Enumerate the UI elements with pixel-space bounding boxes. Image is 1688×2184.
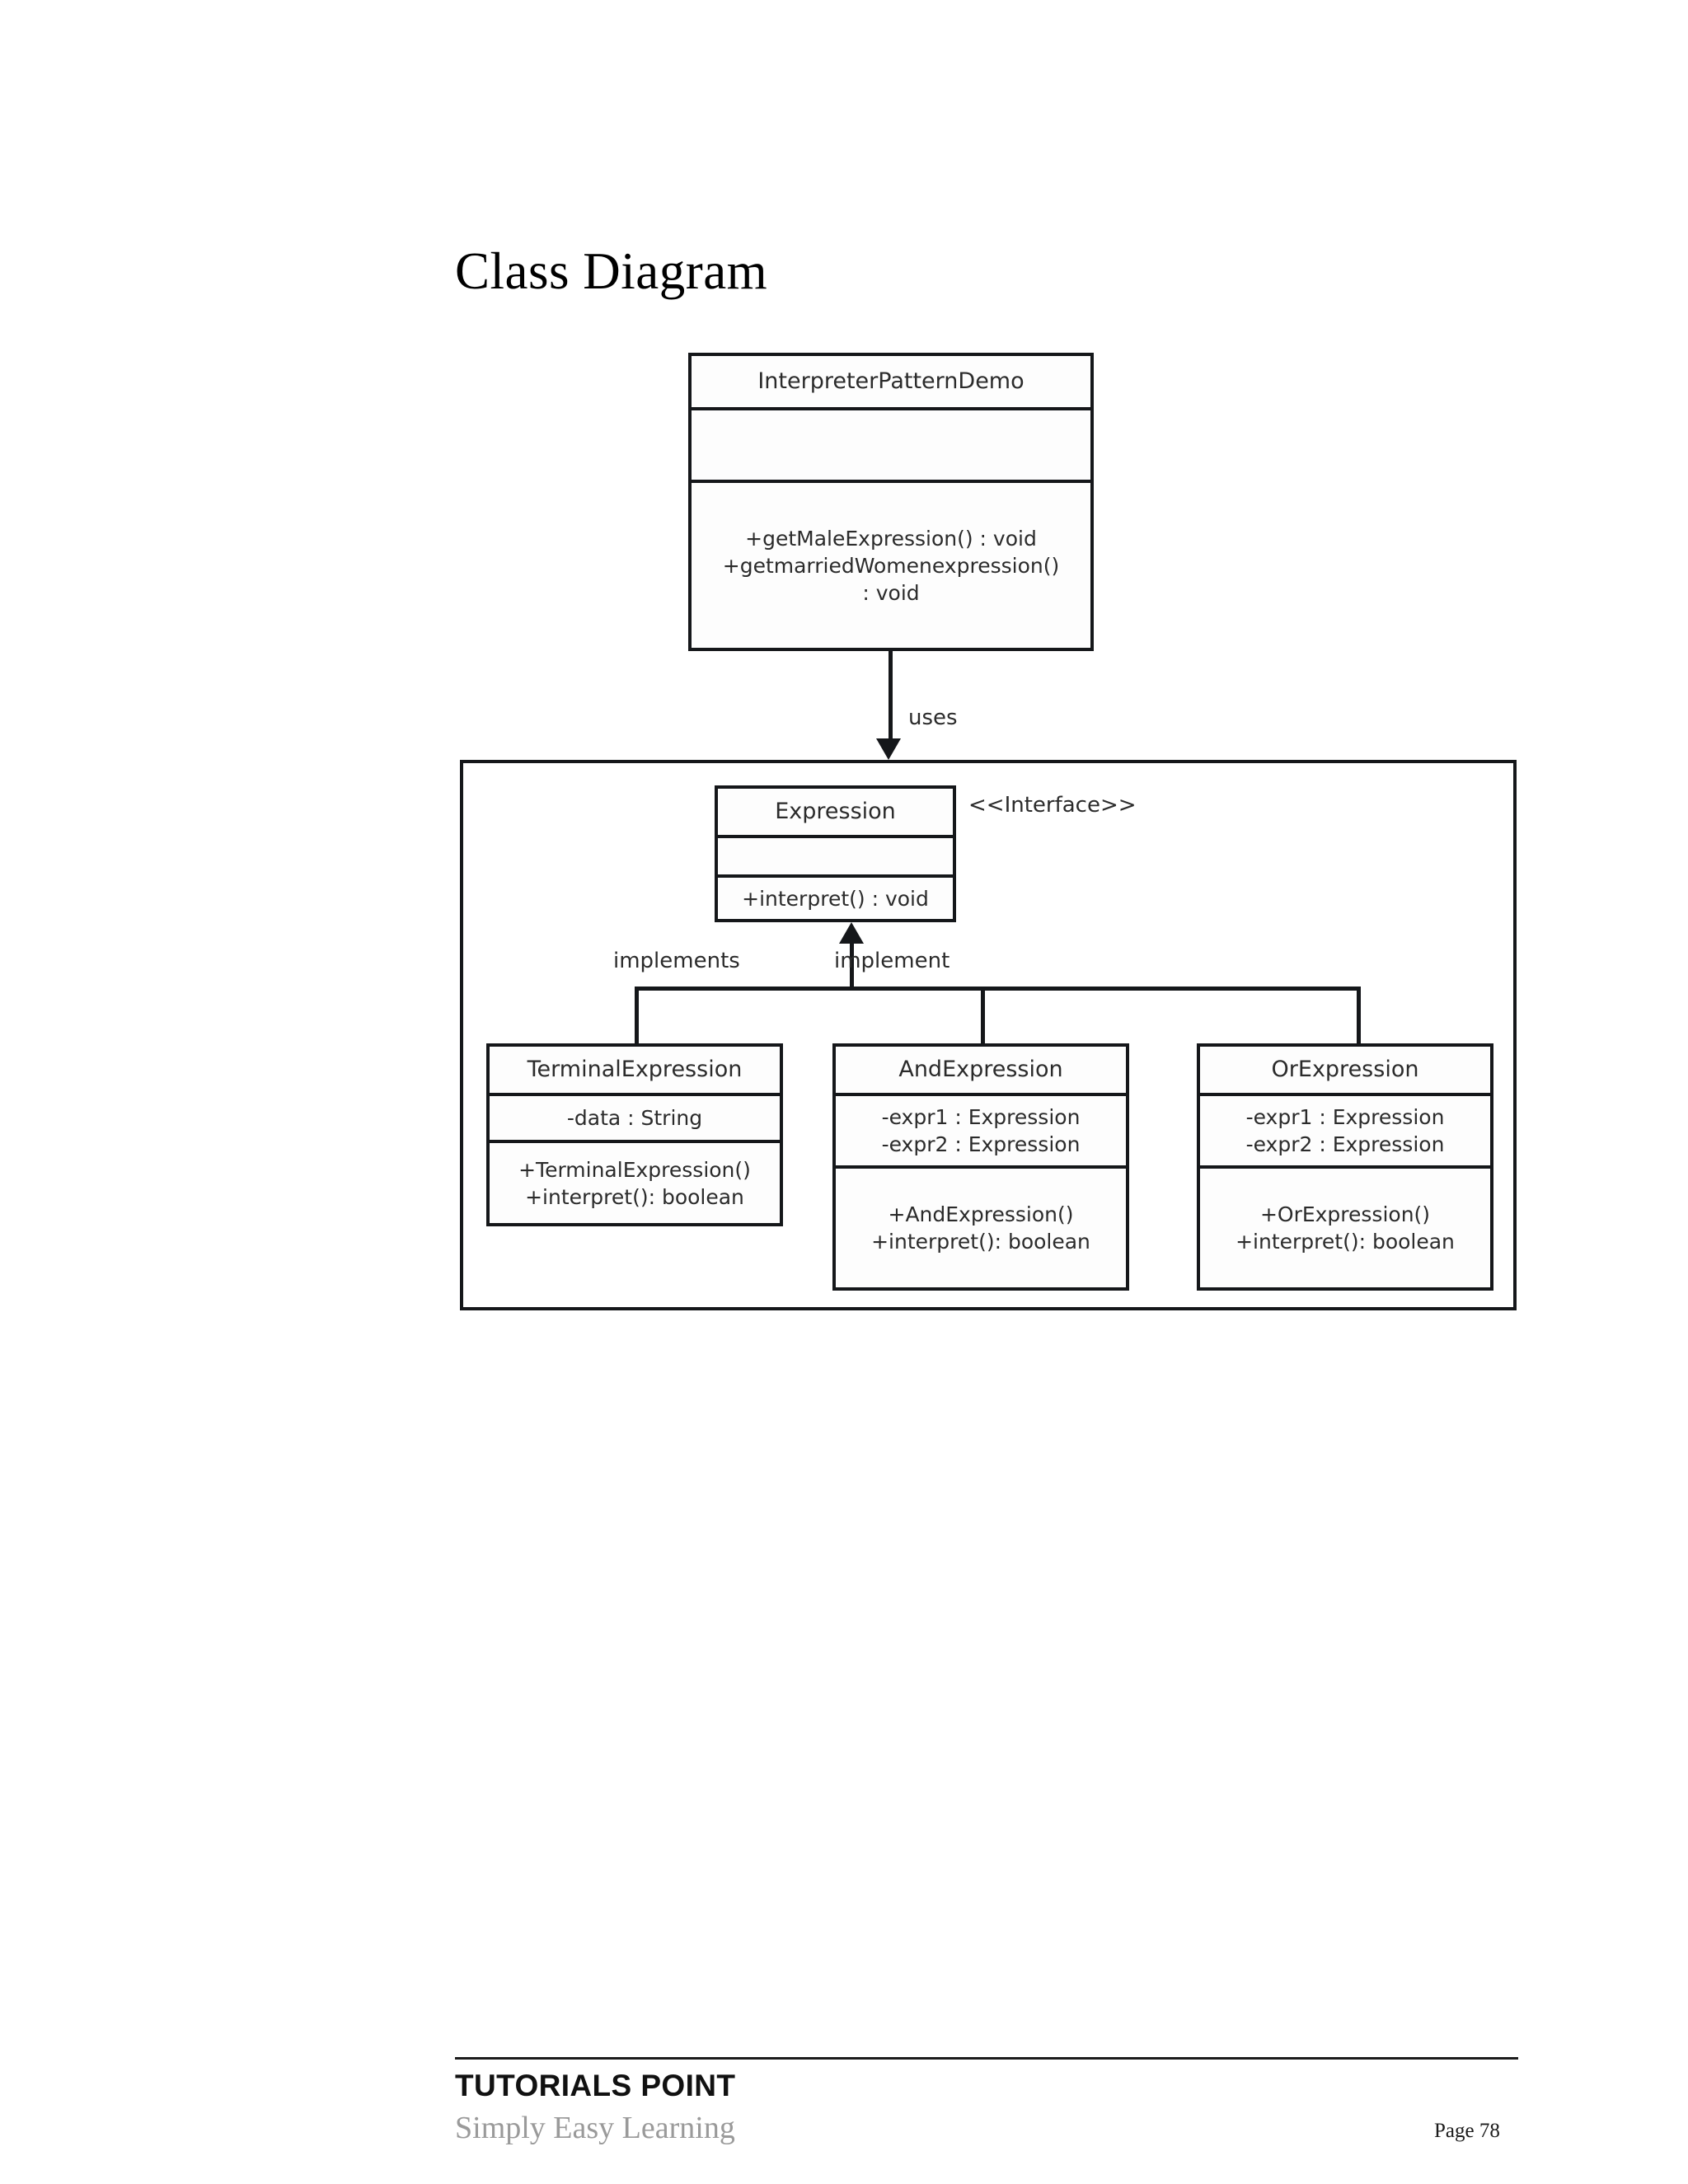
connector-implement-arrowhead <box>839 922 864 944</box>
class-attributes-interpreter-pattern-demo <box>692 407 1090 480</box>
attribute-row: -expr1 : Expression <box>881 1105 1081 1129</box>
connector-uses-arrowhead <box>876 738 901 760</box>
footer-tagline: Simply Easy Learning <box>455 2111 735 2145</box>
method-row: +AndExpression() <box>888 1202 1074 1226</box>
package-container <box>460 760 1517 1310</box>
footer-divider <box>455 2057 1518 2060</box>
connector-uses-line <box>889 651 893 740</box>
page-title: Class Diagram <box>455 242 768 300</box>
class-methods-and-expression: +AndExpression() +interpret(): boolean <box>836 1165 1126 1287</box>
method-row: +interpret(): boolean <box>525 1184 744 1209</box>
class-name-expression: Expression <box>775 799 896 825</box>
class-name-and-expression: AndExpression <box>898 1057 1063 1083</box>
class-attributes-or-expression: -expr1 : Expression -expr2 : Expression <box>1200 1093 1490 1165</box>
class-box-interpreter-pattern-demo[interactable]: InterpreterPatternDemo +getMaleExpressio… <box>688 353 1094 651</box>
class-box-terminal-expression[interactable]: TerminalExpression -data : String +Termi… <box>486 1043 783 1226</box>
class-methods-or-expression: +OrExpression() +interpret(): boolean <box>1200 1165 1490 1287</box>
method-row: +getmarriedWomenexpression() <box>722 553 1060 578</box>
connector-drop-and-expression <box>981 987 985 1045</box>
class-attributes-and-expression: -expr1 : Expression -expr2 : Expression <box>836 1093 1126 1165</box>
class-attributes-terminal-expression: -data : String <box>490 1093 780 1140</box>
method-row: +TerminalExpression() <box>518 1157 751 1182</box>
method-row: +interpret(): boolean <box>1236 1230 1455 1254</box>
class-attributes-expression <box>718 835 953 874</box>
method-row: : void <box>862 580 920 605</box>
connector-drop-terminal-expression <box>635 987 639 1045</box>
class-name-terminal-expression: TerminalExpression <box>527 1057 743 1083</box>
class-box-or-expression[interactable]: OrExpression -expr1 : Expression -expr2 … <box>1197 1043 1493 1291</box>
class-name-or-expression: OrExpression <box>1271 1057 1419 1083</box>
footer-brand: TUTORIALS POINT <box>455 2069 736 2102</box>
attribute-row: -expr1 : Expression <box>1245 1105 1445 1129</box>
connector-drop-or-expression <box>1357 987 1361 1045</box>
edge-label-uses: uses <box>908 705 958 730</box>
attribute-row: -expr2 : Expression <box>881 1132 1081 1156</box>
connector-inheritance-bus <box>635 987 1360 991</box>
class-box-and-expression[interactable]: AndExpression -expr1 : Expression -expr2… <box>832 1043 1129 1291</box>
stereotype-interface-label: <<Interface>> <box>968 793 1137 818</box>
method-row: +interpret() : void <box>742 886 929 911</box>
edge-label-implements: implements <box>613 949 740 973</box>
method-row: +getMaleExpression() : void <box>745 526 1037 551</box>
connector-implement-stem <box>850 944 854 990</box>
attribute-row: -data : String <box>566 1106 703 1130</box>
class-methods-terminal-expression: +TerminalExpression() +interpret(): bool… <box>490 1140 780 1223</box>
attribute-row: -expr2 : Expression <box>1245 1132 1445 1156</box>
class-methods-expression: +interpret() : void <box>718 874 953 919</box>
class-methods-interpreter-pattern-demo: +getMaleExpression() : void +getmarriedW… <box>692 480 1090 648</box>
class-name-interpreter-pattern-demo: InterpreterPatternDemo <box>757 368 1025 395</box>
method-row: +interpret(): boolean <box>871 1230 1090 1254</box>
footer-page-number: Page 78 <box>1434 2120 1500 2142</box>
edge-label-implement: implement <box>834 949 950 973</box>
class-box-expression[interactable]: Expression +interpret() : void <box>715 785 956 922</box>
method-row: +OrExpression() <box>1259 1202 1431 1226</box>
